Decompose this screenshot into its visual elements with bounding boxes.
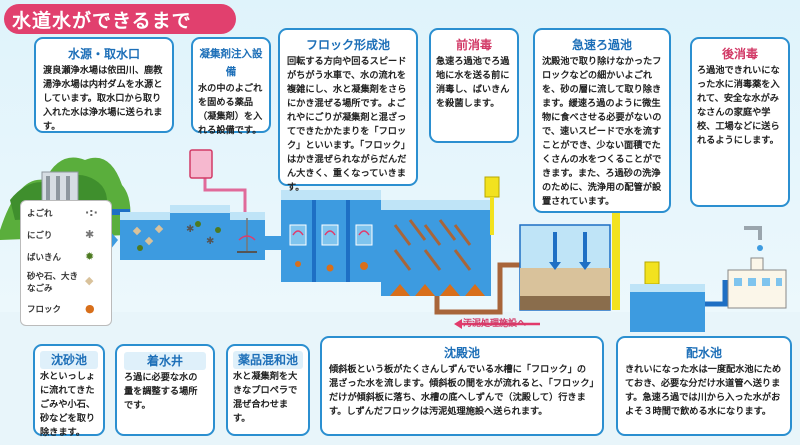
- floc-box: フロック形成池 回転する方向や回るスピードがちがう水車で、水の流れを複雑にし、水…: [278, 28, 418, 193]
- coagulant-heading: 凝集剤注入設備: [199, 48, 263, 78]
- water-surface: [281, 190, 381, 200]
- sludge-label: 汚泥処理施設へ: [463, 319, 527, 329]
- svg-text:✱: ✱: [206, 236, 214, 247]
- grit-particles: [132, 224, 164, 251]
- mixing-text: 水と凝集剤を大きなプロペラで混ぜ合わせます。: [233, 371, 298, 424]
- legend-item: 砂や石、大きなごみ: [27, 272, 79, 294]
- rapid-filter-text: 沈殿池で取り除けなかったフロックなどの細かいよごれを、砂の層に流して取り除きます…: [542, 56, 662, 207]
- legend-item: にごり: [27, 231, 53, 241]
- distribution-heading: 配水池: [685, 346, 722, 360]
- coagulant-pipe: [203, 178, 247, 215]
- gravel-icon: ◆: [85, 274, 94, 287]
- legend-item: フロック: [27, 305, 62, 315]
- svg-text:✱: ✱: [186, 224, 194, 235]
- floc-mixer-icons: [289, 224, 373, 272]
- water-surface: [630, 284, 705, 292]
- distribution-text: きれいになった水は一度配水池にためておき、必要な分だけ水道管へ送ります。急速ろ過…: [625, 364, 782, 417]
- filter-flow-arrows: [549, 232, 591, 270]
- floc-icon: ●: [85, 302, 95, 315]
- mixing-box: 薬品混和池 水と凝集剤を大きなプロペラで混ぜ合わせます。: [226, 344, 310, 436]
- intake-text: 渡良瀬浄水場は依田川、鹿教湯浄水場は内村ダムを水源としています。取水口から取り入…: [43, 65, 163, 132]
- intake-box: 水源・取水口 渡良瀬浄水場は依田川、鹿教湯浄水場は内村ダムを水源としています。取…: [34, 37, 174, 133]
- floc-text: 回転する方向や回るスピードがちがう水車で、水の流れを複雑にし、水と凝集剤をさらに…: [287, 56, 407, 193]
- floc-heading: フロック形成池: [305, 38, 390, 52]
- water-surface: [120, 212, 170, 220]
- water-drop-icon: [757, 245, 763, 251]
- sedimentation-box: 沈殿池 傾斜板という板がたくさんしずんでいる水槽に「フロック」の混ざった水を流し…: [320, 336, 604, 436]
- distribution-box: 配水池 きれいになった水は一度配水池にためておき、必要な分だけ水道管へ送ります。…: [616, 336, 792, 436]
- wash-pipe: [612, 198, 620, 310]
- receiving-box: 着水井 ろ過に必要な水の量を調整する場所です。: [115, 344, 215, 436]
- postchlor-tank-icon: [644, 261, 660, 285]
- rapid-filter-box: 急速ろ過池 沈殿池で取り除けなかったフロックなどの細かいよごれを、砂の層に流して…: [533, 28, 671, 213]
- receiving-heading: 着水井: [124, 352, 206, 370]
- legend-item: よごれ: [27, 209, 53, 219]
- school-tower: [750, 257, 764, 271]
- page-title: 水道水ができるまで: [12, 10, 192, 32]
- turbidity-icon: ✱: [85, 228, 95, 241]
- germ-icon: ✹: [85, 250, 95, 263]
- prechlor-text: 急速ろ過池でろ過地に水を送る前に消毒し、ばいきんを殺菌します。: [436, 56, 510, 109]
- water-surface: [230, 212, 265, 220]
- faucet-icon: [744, 226, 762, 240]
- grit-heading: 沈砂池: [40, 351, 98, 369]
- receiving-well-particles: ✱ ✱: [186, 221, 221, 247]
- title-banner: 水道水ができるまで: [4, 4, 236, 34]
- dam-gate: [46, 176, 50, 200]
- baffle: [312, 200, 316, 282]
- dam-gate: [56, 176, 60, 200]
- coagulant-tank-icon: [189, 149, 213, 179]
- mixing-heading: 薬品混和池: [233, 351, 303, 369]
- school-windows: [734, 278, 782, 286]
- intake-heading: 水源・取水口: [67, 47, 140, 61]
- postchlor-heading: 後消毒: [721, 47, 758, 61]
- distribution-pipe: [705, 280, 728, 307]
- rapid-filter-heading: 急速ろ過池: [571, 38, 632, 52]
- inclined-plates: [393, 219, 472, 271]
- flow-arrow-icon: [238, 235, 256, 241]
- sludge-arrow-head-icon: [454, 319, 462, 329]
- postchlor-text: ろ過池できれいになった水に消毒薬を入れて、安全な水がみなさんの家庭や学校、工場な…: [697, 65, 780, 146]
- baffle: [346, 200, 350, 282]
- postchlor-box: 後消毒 ろ過池できれいになった水に消毒薬を入れて、安全な水がみなさんの家庭や学校…: [690, 37, 790, 207]
- dam-gate: [66, 176, 70, 200]
- water-surface: [170, 205, 230, 213]
- coagulant-text: 水の中のよごれを固める薬品（凝集剤）を入れる設備です。: [198, 83, 263, 136]
- sedimentation-heading: 沈殿池: [443, 346, 480, 360]
- prechlor-tank-icon: [484, 176, 500, 198]
- receiving-well-tank: [170, 205, 230, 260]
- school-icon: [727, 269, 787, 309]
- gravel-layer: [520, 296, 610, 310]
- grit-box: 沈砂池 水といっしょに流れてきたごみや小石、砂などを取り除きます。: [33, 344, 105, 438]
- settled-floc: [390, 284, 485, 296]
- sand-layer: [520, 268, 610, 296]
- legend-item: ばいきん: [27, 253, 62, 263]
- dirt-icon: ·:·: [85, 206, 98, 219]
- receiving-text: ろ過に必要な水の量を調整する場所です。: [124, 372, 198, 411]
- prechlor-heading: 前消毒: [455, 38, 492, 52]
- grit-text: 水といっしょに流れてきたごみや小石、砂などを取り除きます。: [40, 371, 96, 438]
- sedimentation-text: 傾斜板という板がたくさんしずんでいる水槽に「フロック」の混ざった水を流します。傾…: [329, 364, 595, 417]
- prechlor-box: 前消毒 急速ろ過池でろ過地に水を送る前に消毒し、ばいきんを殺菌します。: [429, 28, 519, 143]
- sludge-pipe: [434, 262, 520, 315]
- channel: [265, 236, 281, 250]
- legend: よごれ ·:· にごり ✱ ばいきん ✹ 砂や石、大きなごみ ◆ フロック ●: [20, 200, 112, 326]
- sedimentation-tank: [381, 200, 491, 296]
- water-surface: [381, 200, 491, 210]
- coagulant-box: 凝集剤注入設備 水の中のよごれを固める薬品（凝集剤）を入れる設備です。: [191, 37, 271, 136]
